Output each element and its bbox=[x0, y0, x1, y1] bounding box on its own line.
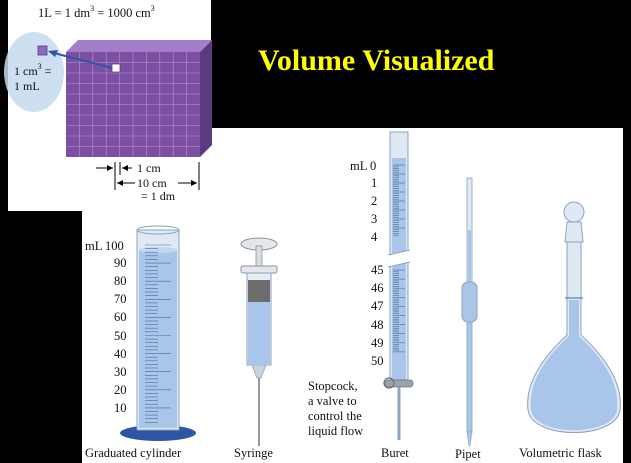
stopcock-note-2: a valve to bbox=[308, 394, 357, 408]
volume-equation: 1L = 1 dm3 = 1000 cm3 bbox=[38, 4, 155, 20]
stopcock-handle bbox=[383, 377, 395, 389]
cylinder-label-top: mL 100 bbox=[85, 239, 124, 253]
buret-scale-label: 3 bbox=[371, 212, 378, 226]
pointer-arrowhead bbox=[48, 50, 58, 57]
stopcock-note-4: liquid flow bbox=[308, 424, 364, 438]
cube-side-face bbox=[200, 40, 212, 157]
stopcock bbox=[384, 379, 414, 388]
cube-top-face bbox=[66, 40, 212, 52]
small-cube-ml-label: 1 mL bbox=[14, 79, 40, 93]
buret-scale-label: 47 bbox=[371, 299, 384, 314]
page-title: Volume Visualized bbox=[258, 44, 495, 77]
buret-scale-label: 4 bbox=[371, 230, 378, 244]
stopcock-note-1: Stopcock, bbox=[308, 379, 358, 393]
caption-graduated-cylinder: Graduated cylinder bbox=[85, 446, 182, 460]
dim-1cm-label: 1 cm bbox=[137, 161, 161, 175]
syringe-flange bbox=[240, 265, 278, 274]
arrowhead bbox=[191, 180, 197, 186]
buret-scale-label: 46 bbox=[371, 281, 384, 296]
arrowhead bbox=[107, 165, 113, 171]
cylinder-scale-label: 70 bbox=[114, 292, 127, 307]
small-cube bbox=[37, 45, 48, 56]
buret-scale-label: 2 bbox=[371, 194, 378, 208]
buret-break-lines bbox=[387, 249, 411, 268]
caption-pipet: Pipet bbox=[455, 447, 481, 461]
dim-10cm-label: 10 cm bbox=[137, 176, 167, 190]
cylinder-scale-label: 40 bbox=[114, 346, 127, 361]
highlight-glow bbox=[4, 32, 64, 112]
flask-stopper-neck bbox=[564, 221, 584, 243]
syringe-tip bbox=[251, 364, 267, 379]
cube-grid bbox=[66, 52, 200, 157]
pointer-arrow bbox=[49, 51, 113, 69]
buret-scale-label: 50 bbox=[371, 354, 384, 368]
buret-scale-label: 49 bbox=[371, 335, 384, 350]
pipet-tip bbox=[466, 431, 473, 447]
cylinder-scale-label: 30 bbox=[114, 364, 127, 379]
cylinder-scale-label: 10 bbox=[114, 400, 127, 415]
cylinder-scale-label: 60 bbox=[114, 310, 127, 325]
pipet-lower-stem bbox=[466, 321, 473, 433]
arrowhead bbox=[117, 180, 123, 186]
buret-scale-label: 1 bbox=[371, 176, 378, 190]
buret-scale-label: 48 bbox=[371, 317, 384, 332]
caption-volumetric-flask: Volumetric flask bbox=[519, 446, 602, 460]
cylinder-scale-label: 80 bbox=[114, 274, 127, 289]
caption-buret: Buret bbox=[381, 446, 409, 460]
cylinder-rim bbox=[136, 225, 180, 235]
arrowhead bbox=[122, 165, 128, 171]
caption-syringe: Syringe bbox=[234, 446, 273, 460]
buret-label-top: mL 0 bbox=[350, 159, 377, 173]
cylinder-scale-label: 50 bbox=[114, 328, 127, 343]
syringe-plunger-rod bbox=[255, 245, 263, 269]
cylinder-scale-label: 20 bbox=[114, 382, 127, 397]
pipet-bulb bbox=[461, 281, 478, 323]
syringe-plunger-seal bbox=[248, 280, 270, 302]
pipet-upper-liquid bbox=[468, 230, 471, 282]
flask-stopper-knob bbox=[563, 201, 585, 223]
flask-liquid bbox=[530, 300, 618, 431]
cylinder-graduations bbox=[145, 244, 171, 423]
stopcock-note-3: control the bbox=[308, 409, 362, 423]
cylinder-scale-label: 90 bbox=[114, 256, 127, 271]
small-cube-label: 1 cm3 = bbox=[14, 62, 52, 78]
buret-graduations bbox=[393, 164, 405, 353]
buret-scale-label: 45 bbox=[371, 263, 384, 277]
syringe-liquid bbox=[248, 302, 270, 364]
dim-1dm-label: = 1 dm bbox=[141, 189, 176, 203]
